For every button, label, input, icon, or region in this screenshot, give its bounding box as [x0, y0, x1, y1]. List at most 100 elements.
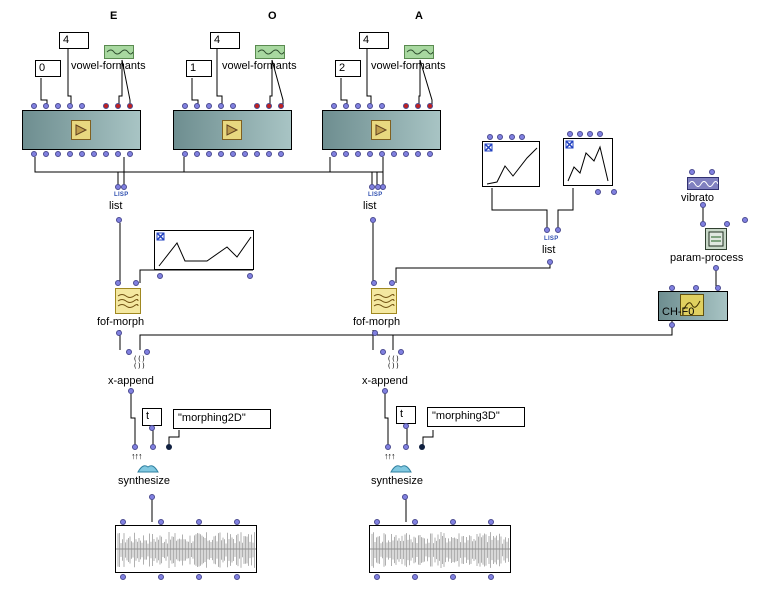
port[interactable]: [519, 134, 525, 140]
port[interactable]: [669, 322, 675, 328]
index-box[interactable]: 0: [35, 60, 61, 77]
count-box[interactable]: 4: [59, 32, 89, 49]
port[interactable]: [149, 494, 155, 500]
port[interactable]: [127, 151, 133, 157]
count-box[interactable]: 4: [210, 32, 240, 49]
port[interactable]: [266, 151, 272, 157]
port[interactable]: [43, 103, 49, 109]
port[interactable]: [577, 131, 583, 137]
port[interactable]: [669, 285, 675, 291]
port[interactable]: [115, 151, 121, 157]
port[interactable]: [182, 151, 188, 157]
port[interactable]: [379, 103, 385, 109]
bpf-editor[interactable]: [482, 141, 540, 187]
port[interactable]: [419, 444, 425, 450]
port[interactable]: [127, 103, 133, 109]
index-box[interactable]: 2: [335, 60, 361, 77]
port[interactable]: [402, 494, 408, 500]
port[interactable]: [380, 349, 386, 355]
port[interactable]: [700, 221, 706, 227]
port[interactable]: [247, 273, 253, 279]
bpf-editor[interactable]: [154, 230, 254, 270]
port[interactable]: [742, 217, 748, 223]
port[interactable]: [91, 151, 97, 157]
sound-waveform[interactable]: [115, 525, 257, 573]
port[interactable]: [43, 151, 49, 157]
port[interactable]: [611, 189, 617, 195]
port[interactable]: [403, 151, 409, 157]
port[interactable]: [371, 280, 377, 286]
port[interactable]: [234, 574, 240, 580]
port[interactable]: [206, 103, 212, 109]
port[interactable]: [689, 169, 695, 175]
port[interactable]: [67, 151, 73, 157]
port[interactable]: [31, 151, 37, 157]
port[interactable]: [343, 103, 349, 109]
port[interactable]: [567, 131, 573, 137]
port[interactable]: [595, 189, 601, 195]
count-box[interactable]: 4: [359, 32, 389, 49]
port[interactable]: [331, 103, 337, 109]
port[interactable]: [79, 151, 85, 157]
bpf-editor[interactable]: [563, 138, 613, 186]
port[interactable]: [218, 151, 224, 157]
port[interactable]: [488, 574, 494, 580]
port[interactable]: [709, 169, 715, 175]
port[interactable]: [120, 519, 126, 525]
port[interactable]: [144, 349, 150, 355]
port[interactable]: [132, 444, 138, 450]
output-name-box[interactable]: "morphing2D": [173, 409, 271, 429]
port[interactable]: [403, 103, 409, 109]
port[interactable]: [509, 134, 515, 140]
port[interactable]: [234, 519, 240, 525]
port[interactable]: [103, 151, 109, 157]
fof-morph-icon[interactable]: [371, 288, 397, 314]
port[interactable]: [367, 103, 373, 109]
port[interactable]: [374, 574, 380, 580]
t-box[interactable]: t: [142, 408, 162, 426]
port[interactable]: [379, 151, 385, 157]
port[interactable]: [555, 227, 561, 233]
port[interactable]: [403, 423, 409, 429]
port[interactable]: [278, 151, 284, 157]
port[interactable]: [278, 103, 284, 109]
port[interactable]: [254, 103, 260, 109]
port[interactable]: [544, 227, 550, 233]
synthesize-icon[interactable]: [390, 461, 412, 473]
port[interactable]: [79, 103, 85, 109]
port[interactable]: [380, 184, 386, 190]
port[interactable]: [55, 151, 61, 157]
sound-waveform[interactable]: [369, 525, 511, 573]
port[interactable]: [427, 103, 433, 109]
output-name-box[interactable]: "morphing3D": [427, 407, 525, 427]
port[interactable]: [116, 330, 122, 336]
port[interactable]: [389, 280, 395, 286]
port[interactable]: [218, 103, 224, 109]
port[interactable]: [391, 151, 397, 157]
port[interactable]: [128, 388, 134, 394]
port[interactable]: [547, 259, 553, 265]
port[interactable]: [715, 285, 721, 291]
port[interactable]: [242, 151, 248, 157]
port[interactable]: [713, 265, 719, 271]
port[interactable]: [166, 444, 172, 450]
port[interactable]: [116, 217, 122, 223]
port[interactable]: [126, 349, 132, 355]
port[interactable]: [487, 134, 493, 140]
port[interactable]: [370, 217, 376, 223]
port[interactable]: [158, 519, 164, 525]
port[interactable]: [230, 103, 236, 109]
port[interactable]: [230, 151, 236, 157]
vowel-process-box[interactable]: [22, 110, 141, 150]
t-box[interactable]: t: [396, 406, 416, 424]
port[interactable]: [149, 425, 155, 431]
port[interactable]: [450, 519, 456, 525]
port[interactable]: [415, 151, 421, 157]
port[interactable]: [67, 103, 73, 109]
port[interactable]: [194, 103, 200, 109]
port[interactable]: [403, 444, 409, 450]
port[interactable]: [196, 574, 202, 580]
port[interactable]: [55, 103, 61, 109]
port[interactable]: [372, 330, 378, 336]
